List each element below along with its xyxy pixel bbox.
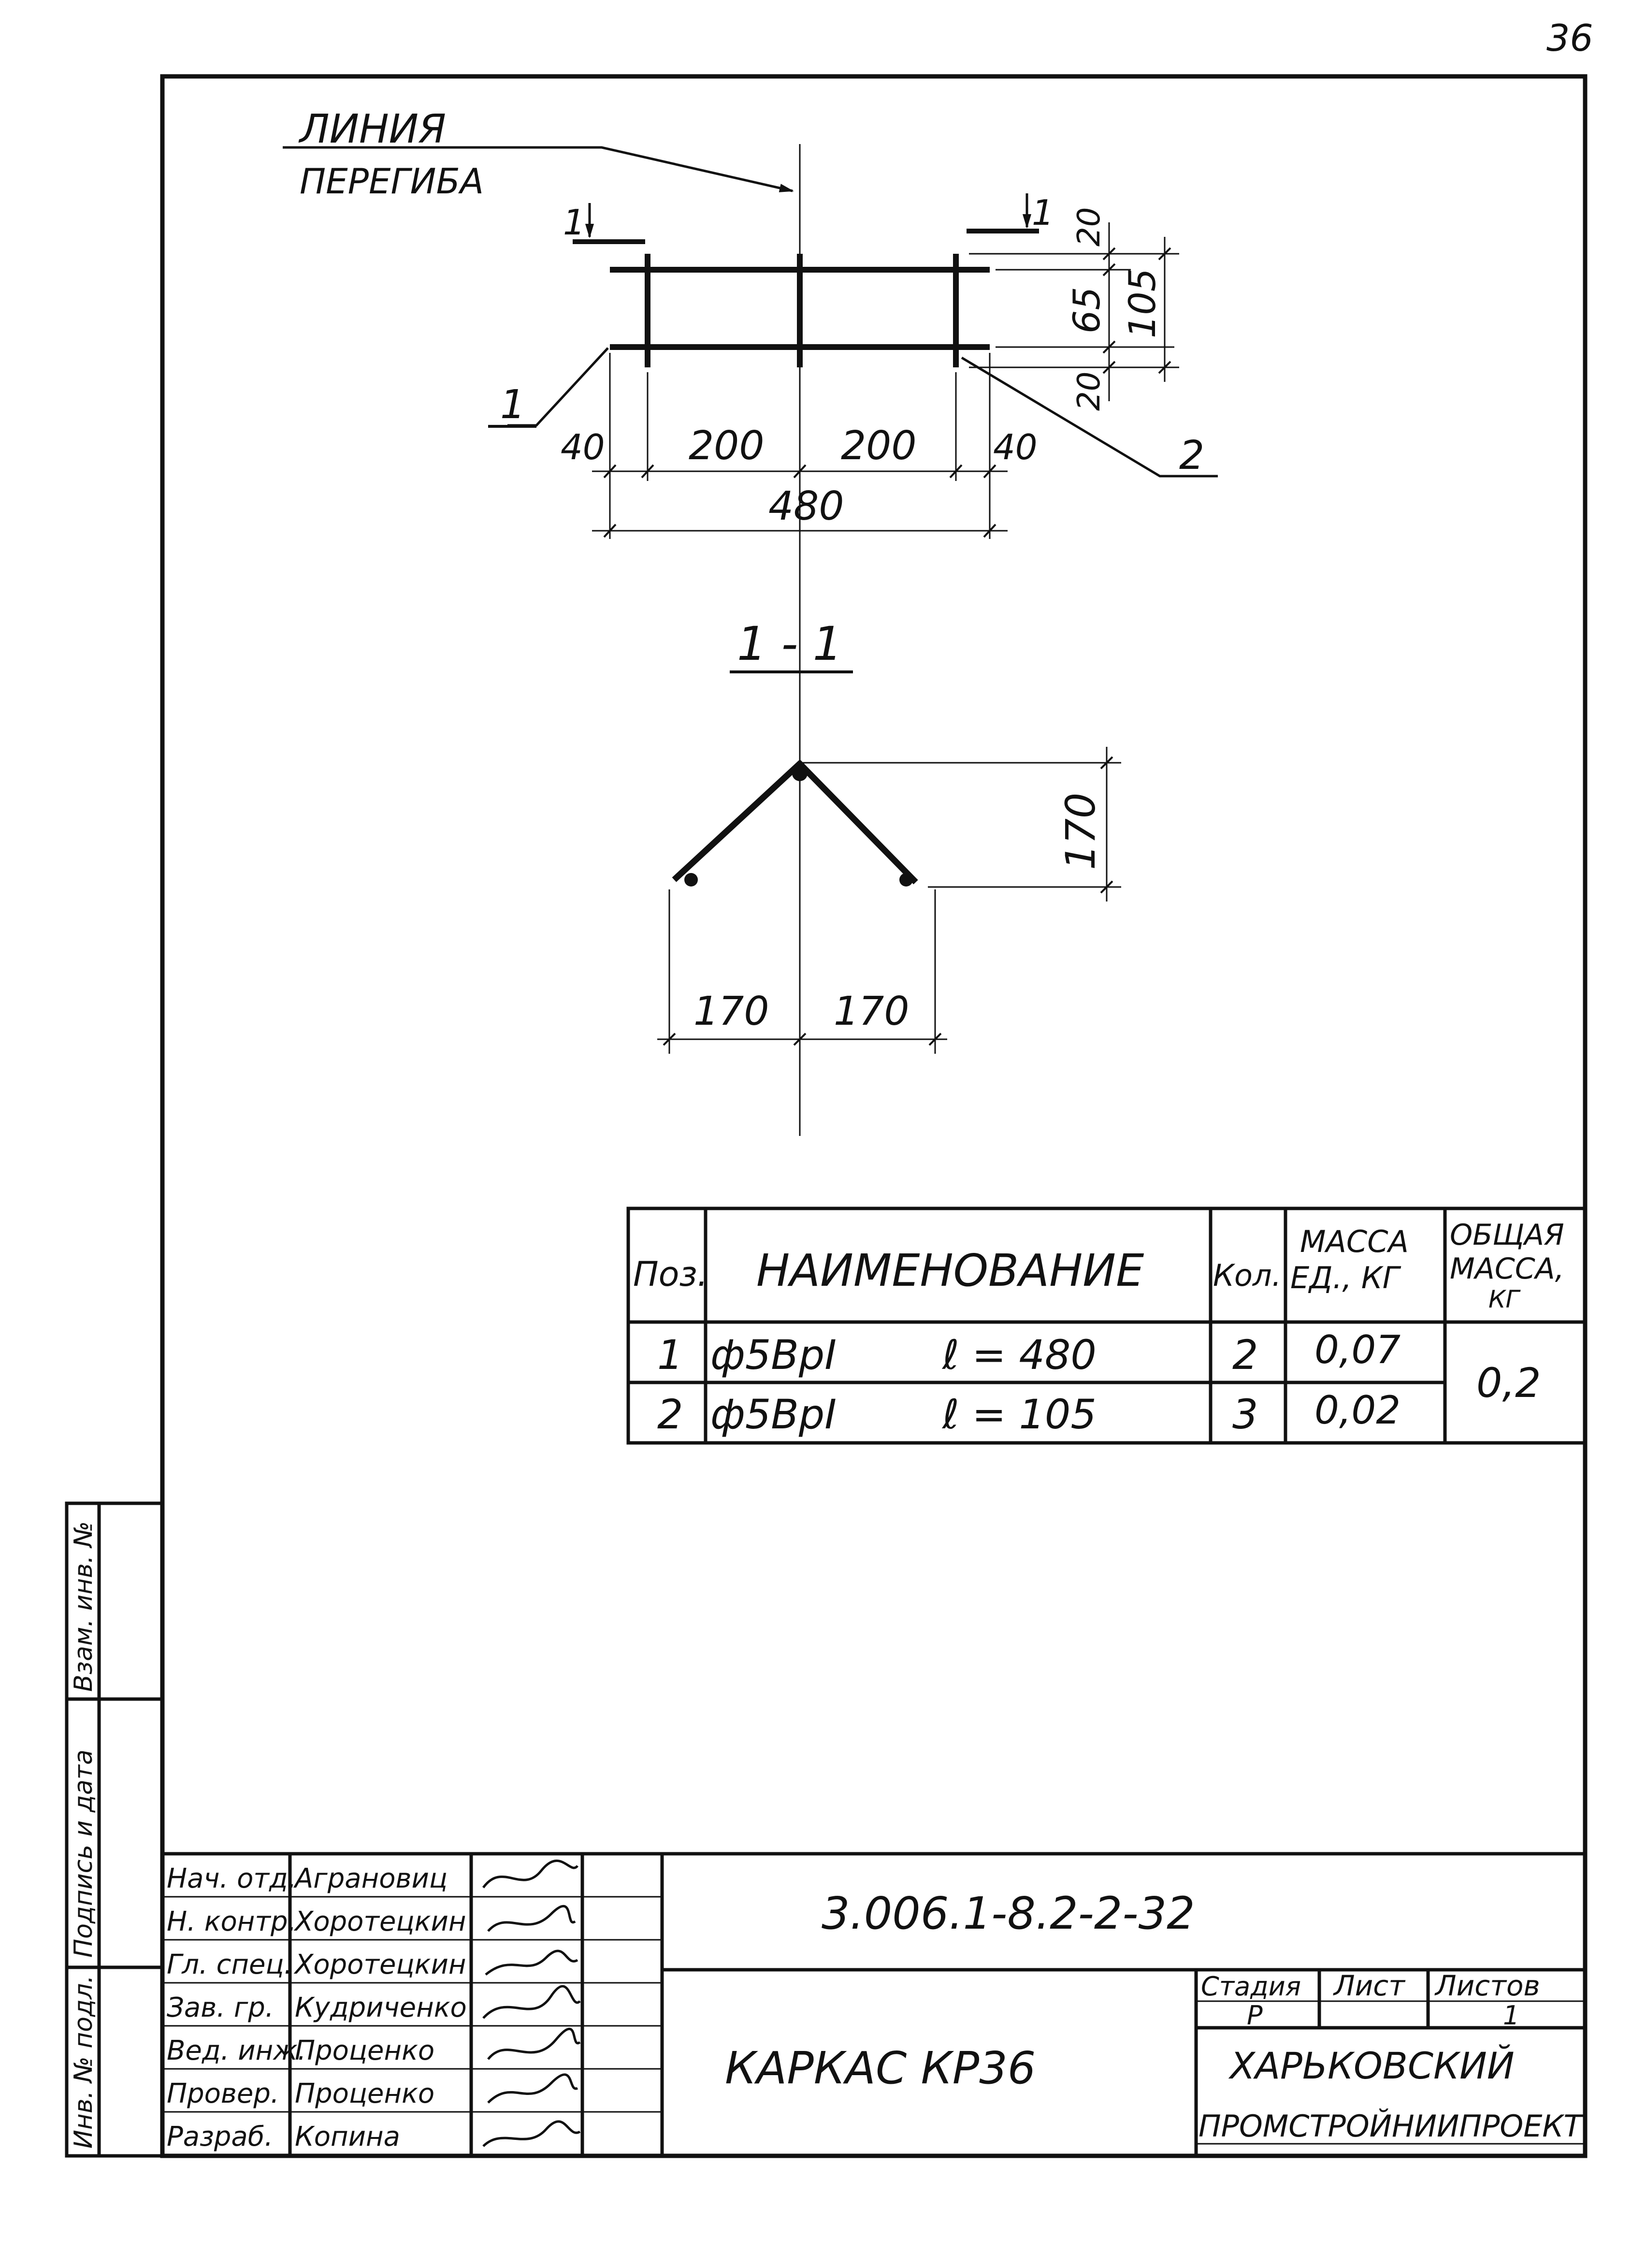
name-7: Копина	[295, 2121, 400, 2152]
table-row: 1 ф5ВрI ℓ = 480 2 0,07	[657, 1327, 1401, 1379]
document-code: 3.006.1-8.2-2-32	[822, 1888, 1195, 1939]
role-4: Зав. гр.	[167, 1992, 274, 2023]
section-mark-left: 1	[563, 202, 645, 244]
section-title: 1 - 1	[737, 617, 842, 671]
dim-20-top: 20	[1071, 207, 1107, 247]
role-1: Нач. отд.	[167, 1863, 297, 1894]
svg-text:1: 1	[657, 1331, 683, 1379]
side-label-inventory: Инв. № подл.	[69, 1975, 98, 2149]
section-dim-height: 170	[1057, 793, 1104, 870]
title-block: Нач. отд. Н. контр. Гл. спец. Зав. гр. В…	[162, 1852, 1585, 2156]
section-view: 1 - 1 170 170 170	[657, 617, 1121, 1054]
side-stamp: Взам. инв. № Подпись и дата Инв. № подл.	[65, 1501, 164, 2158]
name-4: Кудриченко	[295, 1992, 467, 2023]
sheets-value: 1	[1503, 2000, 1519, 2031]
bend-line-label-1: ЛИНИЯ	[298, 106, 446, 152]
svg-text:0,07: 0,07	[1314, 1327, 1401, 1372]
role-6: Провер.	[167, 2078, 279, 2109]
bar-point-top	[792, 766, 808, 781]
role-7: Разраб.	[167, 2121, 273, 2152]
svg-text:ф5ВрI: ф5ВрI	[710, 1331, 837, 1379]
spec-table: Поз. НАИМЕНОВАНИЕ Кол. МАССА ЕД., КГ ОБЩ…	[626, 1207, 1587, 1445]
pos1-label: 1	[500, 382, 525, 428]
th-name: НАИМЕНОВАНИЕ	[756, 1245, 1144, 1296]
sheet-frame	[160, 74, 1588, 2158]
role-3: Гл. спец.	[167, 1949, 292, 1980]
th-unit-mass-2: ЕД., КГ	[1290, 1260, 1401, 1295]
dim-200-left: 200	[689, 423, 765, 469]
bar-point-right	[899, 873, 913, 887]
stage-label: Стадия	[1201, 1971, 1301, 2002]
th-pos: Поз.	[633, 1254, 708, 1294]
bend-line-label-2: ПЕРЕГИБА	[300, 161, 484, 202]
svg-text:1: 1	[1032, 192, 1054, 233]
th-qty: Кол.	[1213, 1258, 1281, 1293]
side-label-signature: Подпись и дата	[69, 1749, 98, 1958]
th-unit-mass-1: МАССА	[1300, 1224, 1409, 1259]
svg-text:2: 2	[657, 1391, 683, 1438]
name-5: Проценко	[295, 2035, 434, 2066]
signatures	[482, 1860, 581, 2147]
bent-frame	[672, 759, 918, 885]
svg-text:1: 1	[563, 202, 585, 243]
dim-40-right: 40	[993, 427, 1038, 467]
bar-point-left	[684, 873, 698, 887]
dim-20-bottom: 20	[1071, 372, 1107, 411]
section-dim-left: 170	[693, 989, 769, 1034]
th-total-mass-2: МАССА,	[1450, 1252, 1564, 1286]
th-total-mass-1: ОБЩАЯ	[1450, 1218, 1564, 1252]
name-3: Хоротецкин	[293, 1949, 466, 1980]
dim-65: 65	[1065, 287, 1108, 334]
dim-40-left: 40	[561, 427, 605, 467]
bend-line-leader	[283, 146, 794, 192]
svg-text:ф5ВрI: ф5ВрI	[710, 1391, 837, 1438]
svg-text:2: 2	[1232, 1331, 1258, 1379]
role-5: Вед. инж.	[167, 2035, 306, 2066]
dim-105: 105	[1121, 268, 1164, 338]
table-row: 2 ф5ВрI ℓ = 105 3 0,02	[657, 1388, 1401, 1438]
svg-text:ℓ = 480: ℓ = 480	[941, 1331, 1097, 1379]
section-dim-right: 170	[834, 989, 910, 1034]
drawing-title: КАРКАС КР36	[725, 2042, 1036, 2094]
organization-line2: ПРОМСТРОЙНИИПРОЕКТ	[1198, 2108, 1584, 2144]
side-label-replace: Взам. инв. №	[69, 1521, 98, 1692]
sheets-label: Листов	[1434, 1969, 1540, 2002]
page-number: 36	[1546, 16, 1593, 59]
sheet-label: Лист	[1333, 1969, 1406, 2002]
name-6: Проценко	[295, 2078, 434, 2109]
pos2-leader	[961, 356, 1218, 478]
name-1: Аграновиц	[293, 1863, 448, 1894]
total-mass-value: 0,2	[1476, 1359, 1541, 1407]
organization-line1: ХАРЬКОВСКИЙ	[1228, 2044, 1515, 2087]
svg-text:ℓ = 105: ℓ = 105	[941, 1391, 1097, 1438]
plan-view: ЛИНИЯ ПЕРЕГИБА 1 1 1 2	[283, 106, 1218, 1136]
role-2: Н. контр.	[167, 1906, 296, 1937]
name-2: Хоротецкин	[293, 1906, 466, 1937]
dim-480: 480	[768, 483, 844, 529]
stage-value: Р	[1247, 2000, 1263, 2031]
dim-200-right: 200	[841, 423, 917, 469]
svg-text:3: 3	[1232, 1391, 1258, 1438]
pos2-label: 2	[1179, 433, 1204, 479]
svg-text:0,02: 0,02	[1314, 1388, 1401, 1433]
section-mark-right: 1	[967, 192, 1054, 233]
th-total-mass-3: КГ	[1488, 1285, 1521, 1313]
